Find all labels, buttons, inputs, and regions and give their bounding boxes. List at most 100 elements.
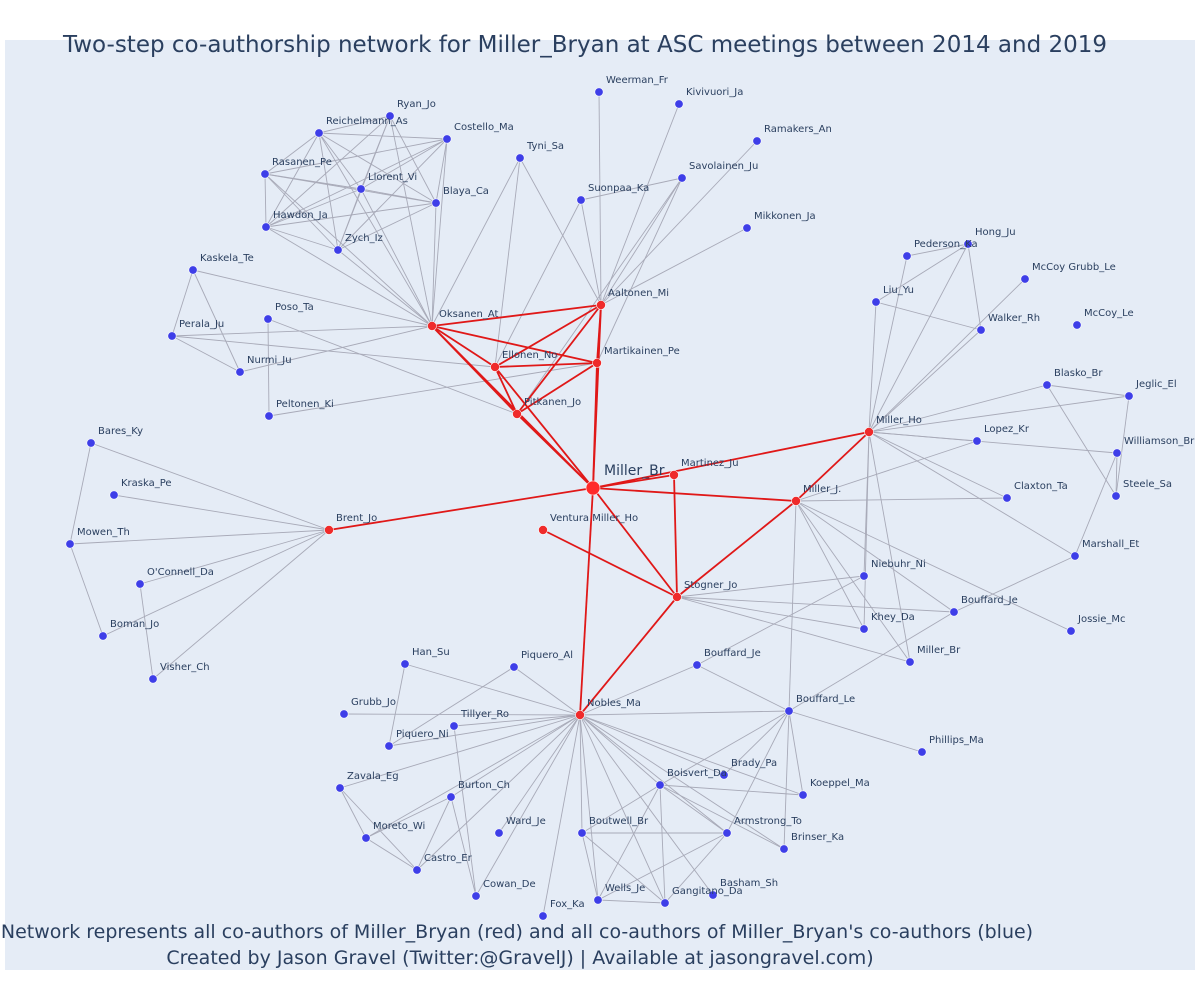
node-o-connell-da[interactable]: [135, 579, 145, 589]
node-zych-iz[interactable]: [333, 245, 343, 255]
node-miller-j[interactable]: [791, 496, 801, 506]
node-stogner-jo[interactable]: [672, 592, 682, 602]
node-tillyer-ro[interactable]: [449, 721, 459, 731]
node-blaya-ca[interactable]: [431, 198, 441, 208]
node-miller-br[interactable]: [585, 480, 601, 496]
node-liu-yu[interactable]: [871, 297, 881, 307]
node-aaltonen-mi[interactable]: [596, 300, 606, 310]
node-oksanen-at[interactable]: [427, 321, 437, 331]
second-step-edge: [676, 575, 865, 598]
node-mccoy-grubb-le[interactable]: [1020, 274, 1030, 284]
node-kaskela-te[interactable]: [188, 265, 198, 275]
node-bouffard-le[interactable]: [784, 706, 794, 716]
node-label-zavala-eg: Zavala_Eg: [347, 771, 399, 782]
node-grubb-jo[interactable]: [339, 709, 349, 719]
node-boutwell-br[interactable]: [577, 828, 587, 838]
node-perala-ju[interactable]: [167, 331, 177, 341]
node-jeglic-el[interactable]: [1124, 391, 1134, 401]
node-williamson-br[interactable]: [1112, 448, 1122, 458]
node-rasanen-pe[interactable]: [260, 169, 270, 179]
second-step-edge: [953, 555, 1076, 613]
node-mccoy-le[interactable]: [1072, 320, 1082, 330]
node-han-su[interactable]: [400, 659, 410, 669]
node-walker-rh[interactable]: [976, 325, 986, 335]
node-bares-ky[interactable]: [86, 438, 96, 448]
node-label-reichelmann-as: Reichelmann_As: [326, 116, 408, 127]
node-wells-je[interactable]: [593, 895, 603, 905]
first-step-edge: [516, 304, 602, 415]
node-cowan-de[interactable]: [471, 891, 481, 901]
node-costello-ma[interactable]: [442, 134, 452, 144]
node-hawdon-ja[interactable]: [261, 222, 271, 232]
node-castro-er[interactable]: [412, 865, 422, 875]
node-martinez-ju[interactable]: [669, 470, 679, 480]
node-zavala-eg[interactable]: [335, 783, 345, 793]
node-miller-ho[interactable]: [864, 427, 874, 437]
node-reichelmann-as[interactable]: [314, 128, 324, 138]
node-jossie-mc[interactable]: [1066, 626, 1076, 636]
node-ward-je[interactable]: [494, 828, 504, 838]
node-boman-jo[interactable]: [98, 631, 108, 641]
node-piquero-ni[interactable]: [384, 741, 394, 751]
second-step-edge: [389, 115, 437, 204]
node-piquero-al[interactable]: [509, 662, 519, 672]
node-peltonen-ki[interactable]: [264, 411, 274, 421]
node-nurmi-ju[interactable]: [235, 367, 245, 377]
node-lopez-kr[interactable]: [972, 436, 982, 446]
second-step-edge: [113, 494, 330, 531]
node-label-mowen-th: Mowen_Th: [77, 527, 130, 538]
node-label-martinez-ju: Martinez_Ju: [681, 458, 739, 469]
node-brent-jo[interactable]: [324, 525, 334, 535]
node-ryan-jo[interactable]: [385, 111, 395, 121]
node-fox-ka[interactable]: [538, 911, 548, 921]
node-mikkonen-ja[interactable]: [742, 223, 752, 233]
node-llorent-vi[interactable]: [356, 184, 366, 194]
node-mowen-th[interactable]: [65, 539, 75, 549]
node-tyni-sa[interactable]: [515, 153, 525, 163]
node-label-khey-da: Khey_Da: [871, 612, 915, 623]
node-burton-ch[interactable]: [446, 792, 456, 802]
node-marshall-et[interactable]: [1070, 551, 1080, 561]
second-step-edge: [868, 278, 1026, 433]
node-pederson-ka[interactable]: [902, 251, 912, 261]
node-hong-ju[interactable]: [963, 239, 973, 249]
node-ellonen-no[interactable]: [490, 362, 500, 372]
node-kraska-pe[interactable]: [109, 490, 119, 500]
node-basham-sh[interactable]: [708, 890, 718, 900]
node-suonpaa-ka[interactable]: [576, 195, 586, 205]
second-step-edge: [404, 663, 581, 716]
node-kivivuori-ja[interactable]: [674, 99, 684, 109]
node-steele-sa[interactable]: [1111, 491, 1121, 501]
first-step-edge: [676, 500, 797, 598]
node-savolainen-ju[interactable]: [677, 173, 687, 183]
node-bouffard-je[interactable]: [692, 660, 702, 670]
node-visher-ch[interactable]: [148, 674, 158, 684]
node-claxton-ta[interactable]: [1002, 493, 1012, 503]
node-moreto-wi[interactable]: [361, 833, 371, 843]
node-martikainen-pe[interactable]: [592, 358, 602, 368]
node-nobles-ma[interactable]: [575, 710, 585, 720]
second-step-edge: [264, 138, 448, 175]
node-ramakers-an[interactable]: [752, 136, 762, 146]
node-poso-ta[interactable]: [263, 314, 273, 324]
node-khey-da[interactable]: [859, 624, 869, 634]
node-blasko-br[interactable]: [1042, 380, 1052, 390]
node-bouffard-je[interactable]: [949, 607, 959, 617]
node-weerman-fr[interactable]: [594, 87, 604, 97]
node-phillips-ma[interactable]: [917, 747, 927, 757]
node-brady-pa[interactable]: [719, 770, 729, 780]
node-pitkanen-jo[interactable]: [512, 409, 522, 419]
node-koeppel-ma[interactable]: [798, 790, 808, 800]
node-miller-br[interactable]: [905, 657, 915, 667]
first-step-edge: [592, 431, 870, 489]
second-step-edge: [868, 255, 908, 433]
node-brinser-ka[interactable]: [779, 844, 789, 854]
node-niebuhr-ni[interactable]: [859, 571, 869, 581]
second-step-edge: [659, 784, 785, 850]
node-boisvert-da[interactable]: [655, 780, 665, 790]
node-ventura-miller-ho[interactable]: [538, 525, 548, 535]
node-armstrong-to[interactable]: [722, 828, 732, 838]
node-label-mccoy-grubb-le: McCoy Grubb_Le: [1032, 262, 1116, 273]
second-step-edge: [453, 725, 477, 897]
node-gangitano-da[interactable]: [660, 898, 670, 908]
